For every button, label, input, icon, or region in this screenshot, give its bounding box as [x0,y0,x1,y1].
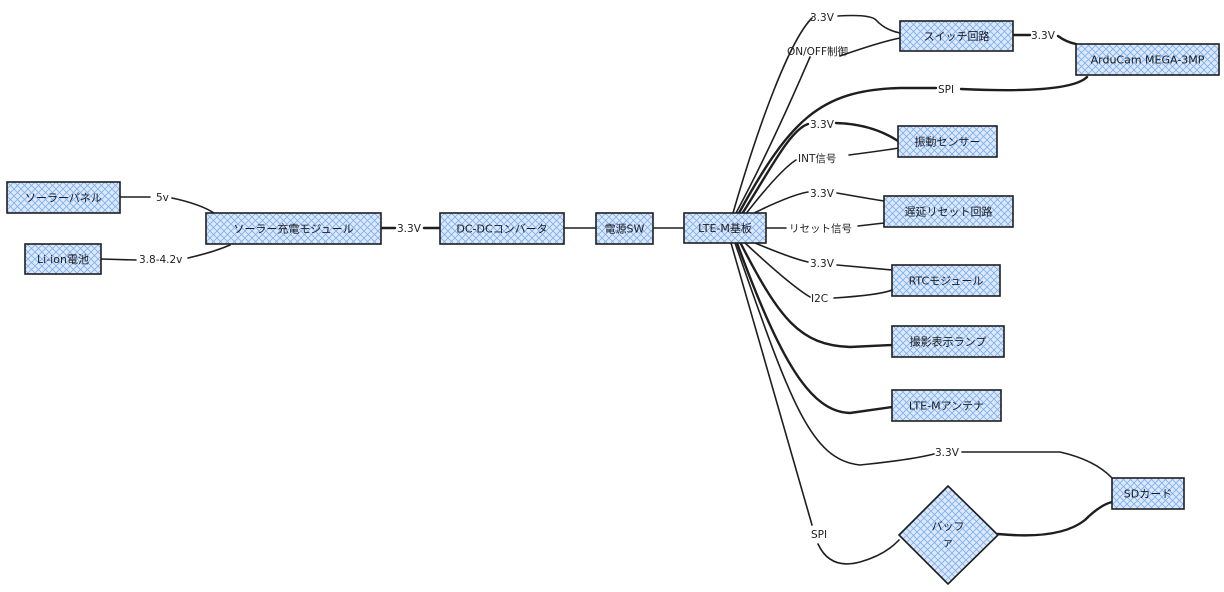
edge-lte-to-reset-signal [765,222,885,229]
node-label-solar-charger: ソーラー充電モジュール [233,222,353,236]
edge-label-onoff: ON/OFF制御 [787,45,848,58]
edge-lte-to-arducam-spi [737,75,1089,215]
edge-label-charger-33v: 3.3V [397,223,422,235]
edge-lte-to-rtc-i2c [743,241,893,299]
node-label-power-sw: 電源SW [605,222,645,236]
edge-lte-to-lamp [738,240,894,349]
node-label-li-ion: Li-ion電池 [37,253,89,266]
edge-lte-to-antenna [735,241,894,415]
edge-label-int: INT信号 [798,153,836,165]
node-label-delay-reset: 遅延リセット回路 [905,206,993,219]
node-lte-antenna[interactable]: LTE-Mアンテナ [891,389,1002,422]
node-label-buffer-line1: バッフ [932,520,965,533]
edge-lte-to-switch-33v [732,14,901,214]
node-arducam[interactable]: ArduCam MEGA-3MP [1075,43,1220,76]
edge-switch-to-arducam [1011,33,1078,46]
node-solar-panel[interactable]: ソーラーパネル [6,181,121,214]
node-label-switch-circuit: スイッチ回路 [924,30,990,43]
node-label-lamp: 撮影表示ランプ [910,335,987,349]
node-label-antenna: LTE-Mアンテナ [909,400,984,413]
edge-label-spi-cam: SPI [938,84,954,96]
edge-label-reset-33v: 3.3V [810,188,835,200]
node-label-vibration-sensor: 振動センサー [915,135,981,149]
edge-label-sd-33v: 3.3V [935,447,960,459]
node-rtc-module[interactable]: RTCモジュール [891,264,1001,297]
edge-label-battery-voltage: 3.8-4.2v [139,254,182,266]
edge-label-5v: 5v [156,192,169,204]
edge-label-switch-33v: 3.3V [810,12,835,24]
node-dcdc-converter[interactable]: DC-DCコンバータ [439,212,565,245]
node-label-arducam: ArduCam MEGA-3MP [1091,54,1205,67]
edge-lte-to-switch-onoff [735,37,901,214]
node-power-switch[interactable]: 電源SW [595,212,654,245]
node-label-sd-card: SDカード [1124,488,1172,501]
node-label-rtc: RTCモジュール [909,275,984,288]
edge-lte-to-buffer-spi [730,242,900,565]
node-label-lte-board: LTE-M基板 [698,221,752,235]
edge-label-i2c: I2C [811,293,828,305]
edge-lte-to-vibration-33v [740,121,900,216]
node-label-buffer-line2: ァ [943,536,954,549]
edge-label-reset-signal: リセット信号 [789,223,852,235]
edge-lte-to-sd-33v [734,242,1113,479]
node-capture-lamp[interactable]: 撮影表示ランプ [891,325,1005,358]
node-vibration-sensor[interactable]: 振動センサー [897,125,998,158]
node-delay-reset[interactable]: 遅延リセット回路 [883,195,1014,228]
edge-solar-panel-to-charger [119,196,215,214]
node-sd-card[interactable]: SDカード [1111,477,1185,510]
node-label-dcdc: DC-DCコンバータ [456,223,547,236]
edge-label-cam-33v: 3.3V [1031,30,1056,42]
edge-label-spi-sd: SPI [811,529,827,541]
node-lte-m-board[interactable]: LTE-M基板 [683,212,767,244]
node-buffer[interactable]: バッフ ァ [897,484,1000,586]
edge-label-vib-33v: 3.3V [810,119,835,131]
node-label-solar-panel: ソーラーパネル [25,192,102,205]
edge-battery-to-charger [100,244,231,261]
edge-label-rtc-33v: 3.3V [810,258,835,270]
node-solar-charger[interactable]: ソーラー充電モジュール [205,212,382,245]
node-switch-circuit[interactable]: スイッチ回路 [899,20,1014,52]
node-li-ion-battery[interactable]: Li-ion電池 [24,243,102,275]
edge-buffer-to-sd [996,500,1114,537]
edge-lte-to-vibration-int [744,147,900,216]
